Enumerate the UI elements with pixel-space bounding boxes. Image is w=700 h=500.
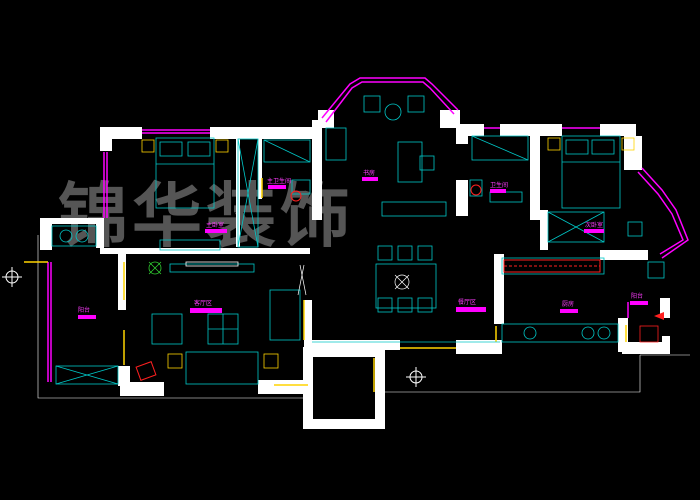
label-box xyxy=(630,301,648,305)
entry-arrow-icon xyxy=(654,312,664,320)
walls xyxy=(40,110,670,429)
room-labels: 主卧室 主卫生间 书房 卫生间 次卧室 阳台 客厅区 餐厅区 厨房 阳台 xyxy=(78,169,648,319)
room-label-study: 书房 xyxy=(363,169,375,177)
windows xyxy=(47,77,689,382)
accent-chair xyxy=(135,361,157,381)
entry-marker-icon xyxy=(2,267,22,287)
label-box xyxy=(456,307,486,312)
outline-lines xyxy=(37,235,690,399)
room-label-master-bedroom: 主卧室 xyxy=(206,221,224,229)
room-label-kitchen-balcony: 阳台 xyxy=(631,292,643,300)
plant-icon xyxy=(297,264,410,296)
room-label-second-bedroom: 次卧室 xyxy=(585,221,603,229)
room-label-master-bath: 主卫生间 xyxy=(267,177,291,185)
room-label-kitchen: 厨房 xyxy=(562,300,574,308)
label-box xyxy=(362,177,378,181)
room-label-guest-bath: 卫生间 xyxy=(490,181,508,189)
label-box xyxy=(584,229,604,233)
room-label-living-room: 客厅区 xyxy=(194,299,212,307)
label-box xyxy=(560,309,578,313)
compass-icon xyxy=(406,367,426,387)
label-box xyxy=(78,315,96,319)
label-box xyxy=(490,189,506,193)
kitchen-accent xyxy=(290,184,601,273)
label-box xyxy=(268,185,286,189)
plant-icon xyxy=(148,261,162,275)
label-box xyxy=(205,229,227,233)
door-lines xyxy=(24,178,627,392)
room-label-dining-room: 餐厅区 xyxy=(458,298,476,306)
label-box xyxy=(190,308,222,313)
room-label-balcony-left: 阳台 xyxy=(78,306,90,314)
furniture xyxy=(51,95,665,385)
